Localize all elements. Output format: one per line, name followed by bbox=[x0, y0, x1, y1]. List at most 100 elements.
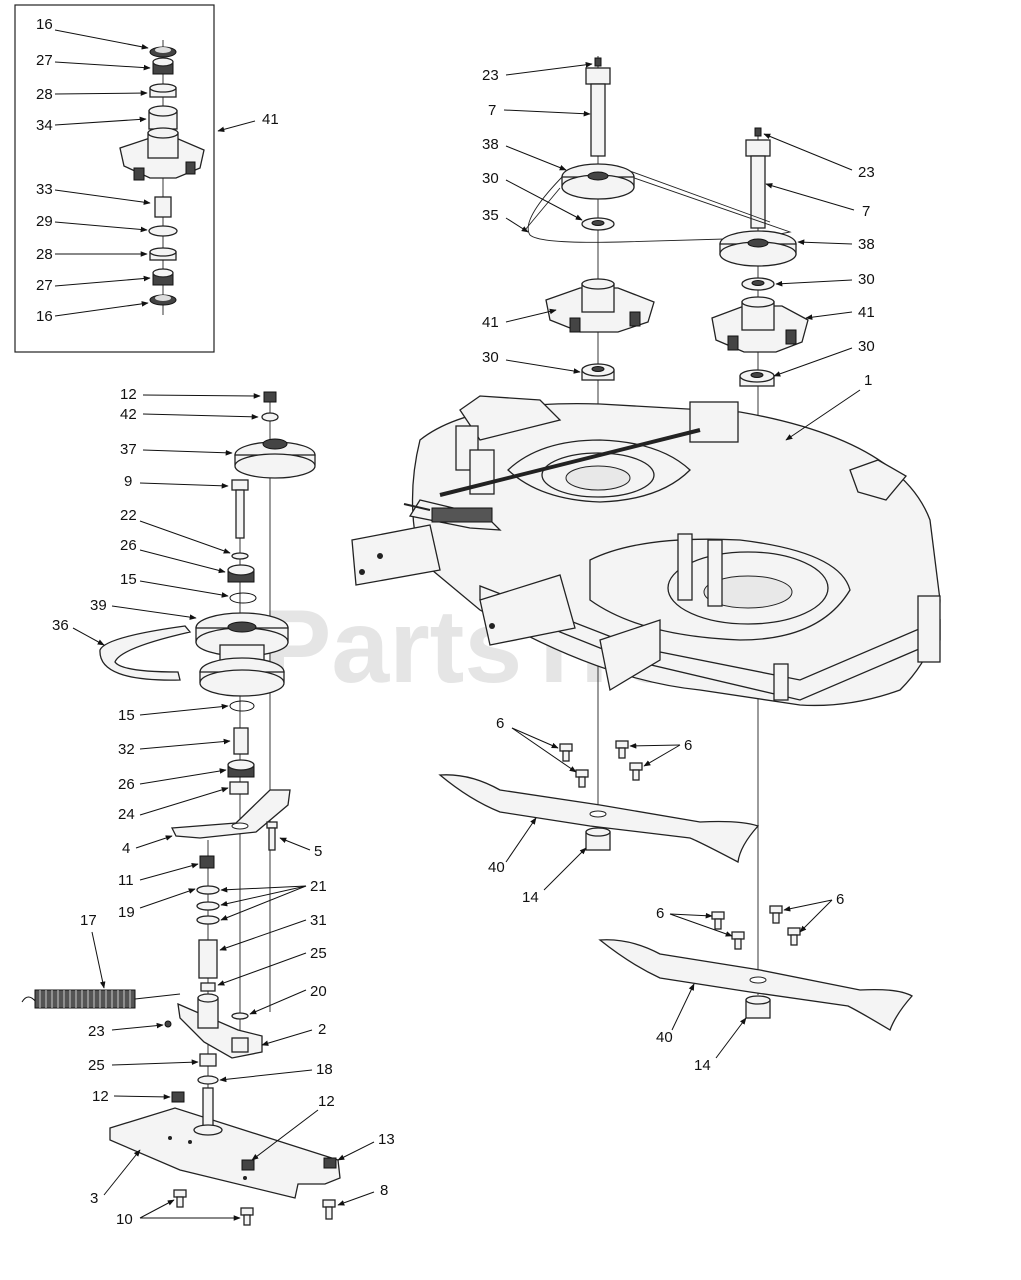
callout-inset-16-top: 16 bbox=[36, 16, 149, 50]
callout-idler-4: 4 bbox=[122, 835, 173, 857]
callout-idler-26-bottom: 26 bbox=[118, 768, 227, 793]
svg-text:30: 30 bbox=[482, 349, 499, 366]
sleeve-part bbox=[148, 105, 178, 130]
svg-text:40: 40 bbox=[656, 1029, 673, 1046]
pin-right-part bbox=[754, 127, 762, 137]
callout-inset-33: 33 bbox=[36, 181, 151, 205]
svg-text:1: 1 bbox=[864, 372, 872, 389]
svg-text:26: 26 bbox=[120, 537, 137, 554]
bolt-10b-part bbox=[240, 1207, 254, 1226]
svg-text:22: 22 bbox=[120, 507, 137, 524]
bearing-lower-part bbox=[152, 268, 174, 286]
bracket-part bbox=[177, 1002, 263, 1059]
bolt-10a-part bbox=[173, 1189, 187, 1208]
callout-idler-32: 32 bbox=[118, 738, 231, 758]
spindle-housing-part bbox=[119, 127, 205, 181]
svg-text:28: 28 bbox=[36, 86, 53, 103]
svg-text:7: 7 bbox=[488, 102, 496, 119]
svg-text:11: 11 bbox=[118, 872, 134, 889]
bushing-25-part bbox=[200, 982, 216, 992]
svg-text:28: 28 bbox=[36, 246, 53, 263]
svg-text:40: 40 bbox=[488, 859, 505, 876]
svg-text:27: 27 bbox=[36, 52, 53, 69]
svg-text:42: 42 bbox=[120, 406, 137, 423]
callout-deck-30-upper-right: 30 bbox=[775, 271, 875, 288]
callout-deck-7-right: 7 bbox=[765, 183, 870, 220]
callout-deck-6-a: 6 bbox=[496, 715, 577, 773]
deck-assembly: 23 7 38 30 35 23 7 38 bbox=[351, 56, 941, 1074]
svg-text:38: 38 bbox=[858, 236, 875, 253]
svg-text:41: 41 bbox=[858, 304, 875, 321]
bearing-lower-part bbox=[227, 759, 255, 778]
bolt-8-part bbox=[322, 1199, 336, 1220]
washer-19-part bbox=[196, 885, 220, 895]
svg-text:36: 36 bbox=[52, 617, 69, 634]
svg-text:23: 23 bbox=[88, 1023, 105, 1040]
seal-lower-part bbox=[149, 294, 177, 306]
race-part bbox=[149, 83, 177, 98]
bearing-upper-right-part bbox=[741, 277, 775, 291]
svg-text:12: 12 bbox=[318, 1093, 335, 1110]
svg-text:2: 2 bbox=[318, 1021, 326, 1038]
svg-text:6: 6 bbox=[684, 737, 692, 754]
svg-text:30: 30 bbox=[858, 338, 875, 355]
callout-deck-40-left: 40 bbox=[488, 817, 537, 876]
callout-deck-40-right: 40 bbox=[656, 983, 695, 1046]
callout-idler-18: 18 bbox=[219, 1061, 333, 1083]
bearing-part bbox=[152, 57, 174, 75]
callout-deck-30-upper-left: 30 bbox=[482, 170, 583, 221]
svg-text:41: 41 bbox=[262, 111, 279, 128]
bolts-group-c-part bbox=[711, 911, 745, 950]
callout-deck-41-right: 41 bbox=[805, 304, 875, 321]
callout-deck-1: 1 bbox=[785, 372, 872, 441]
callout-inset-27-bottom: 27 bbox=[36, 275, 151, 294]
svg-text:16: 16 bbox=[36, 16, 53, 33]
svg-text:18: 18 bbox=[316, 1061, 333, 1078]
callout-idler-22: 22 bbox=[120, 507, 231, 554]
callout-inset-29: 29 bbox=[36, 213, 148, 233]
svg-text:3: 3 bbox=[90, 1190, 98, 1207]
svg-text:31: 31 bbox=[310, 912, 327, 929]
callout-idler-10: 10 bbox=[116, 1199, 241, 1228]
nut-small-part bbox=[199, 855, 215, 869]
svg-text:6: 6 bbox=[496, 715, 504, 732]
svg-text:17: 17 bbox=[80, 912, 97, 929]
spacer-part bbox=[233, 727, 249, 755]
svg-text:6: 6 bbox=[656, 905, 664, 922]
nut-part bbox=[263, 391, 277, 403]
blade-left-part bbox=[438, 774, 760, 864]
pulley-left-part bbox=[561, 163, 635, 200]
spring-part bbox=[21, 989, 181, 1009]
callout-idler-21: 21 bbox=[220, 878, 327, 921]
callout-deck-41-left: 41 bbox=[482, 308, 557, 331]
callout-deck-14-left: 14 bbox=[522, 847, 587, 906]
belt-35-part bbox=[527, 163, 792, 243]
bearing-upper-left-part bbox=[581, 217, 615, 231]
callout-inset-28-top: 28 bbox=[36, 86, 148, 103]
svg-text:26: 26 bbox=[118, 776, 135, 793]
svg-text:7: 7 bbox=[862, 203, 870, 220]
washer-21a-part bbox=[196, 901, 220, 911]
callout-deck-30-lower-left: 30 bbox=[482, 349, 581, 374]
svg-text:38: 38 bbox=[482, 136, 499, 153]
callout-deck-6-d: 6 bbox=[783, 891, 844, 933]
tube-part bbox=[198, 939, 218, 979]
svg-text:15: 15 bbox=[120, 571, 137, 588]
washer-18-part bbox=[197, 1075, 219, 1085]
svg-text:12: 12 bbox=[92, 1088, 109, 1105]
callout-deck-7-left: 7 bbox=[488, 102, 591, 119]
nut-13-part bbox=[323, 1157, 337, 1169]
callout-idler-9: 9 bbox=[124, 473, 229, 490]
callout-idler-13: 13 bbox=[337, 1131, 395, 1161]
svg-text:5: 5 bbox=[314, 843, 322, 860]
seal-part bbox=[149, 46, 177, 58]
callout-deck-35: 35 bbox=[482, 207, 529, 233]
svg-text:16: 16 bbox=[36, 308, 53, 325]
callout-idler-25-top: 25 bbox=[217, 945, 327, 986]
pulley-right-part bbox=[719, 230, 797, 267]
small-pin-part bbox=[164, 1020, 172, 1028]
svg-text:29: 29 bbox=[36, 213, 53, 230]
svg-text:23: 23 bbox=[482, 67, 499, 84]
svg-text:39: 39 bbox=[90, 597, 107, 614]
callout-deck-6-c: 6 bbox=[656, 905, 733, 937]
